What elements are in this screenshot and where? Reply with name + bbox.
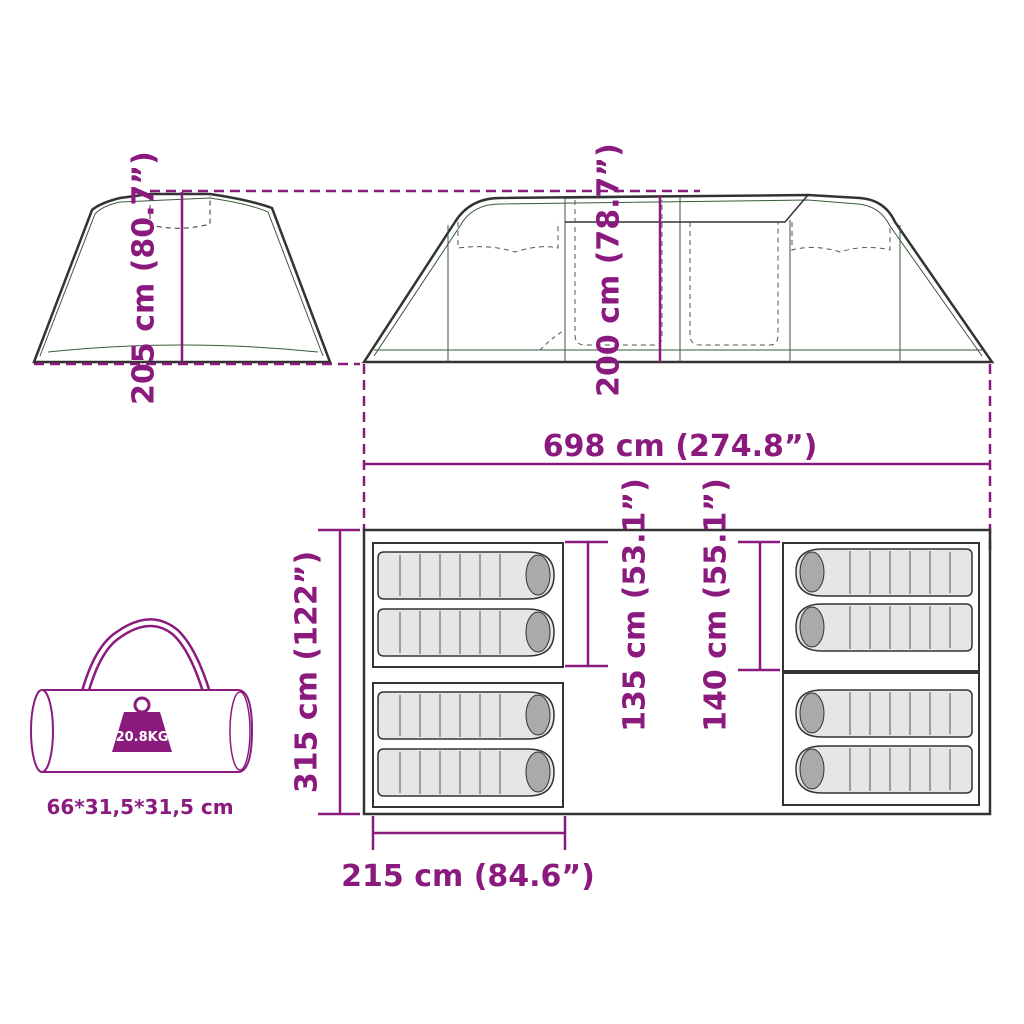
floor-plan: [362, 528, 992, 816]
floor-dimension-lines: [318, 528, 780, 850]
bag-weight-label: 20.8KG: [116, 730, 169, 745]
side-height-label: 205 cm (80.7”): [127, 151, 162, 405]
sleeping-bag-icon: [377, 608, 555, 657]
height-dimension-lines: [34, 189, 700, 366]
sleeping-bag-icon: [795, 603, 973, 652]
total-length-label: 698 cm (274.8”): [543, 429, 818, 464]
room-width-label: 215 cm (84.6”): [341, 859, 595, 894]
sleeping-bag-icon: [795, 689, 973, 738]
weight-icon: [112, 696, 172, 752]
room-right-depth-label: 140 cm (55.1”): [699, 478, 734, 732]
sleeping-bag-icon: [795, 548, 973, 597]
front-height-label: 200 cm (78.7”): [592, 143, 627, 397]
bag-size-label: 66*31,5*31,5 cm: [46, 795, 233, 819]
length-dimension-lines: [362, 364, 992, 550]
room-left-depth-label: 135 cm (53.1”): [618, 478, 653, 732]
sleeping-bag-icon: [795, 745, 973, 794]
sleeping-bags-right: [795, 548, 973, 794]
sleeping-bag-icon: [377, 691, 555, 740]
floor-width-label: 315 cm (122”): [290, 551, 325, 793]
sleeping-bags-left: [377, 551, 555, 797]
sleeping-bag-icon: [377, 748, 555, 797]
tent-front-view: [361, 193, 995, 364]
sleeping-bag-icon: [377, 551, 555, 600]
